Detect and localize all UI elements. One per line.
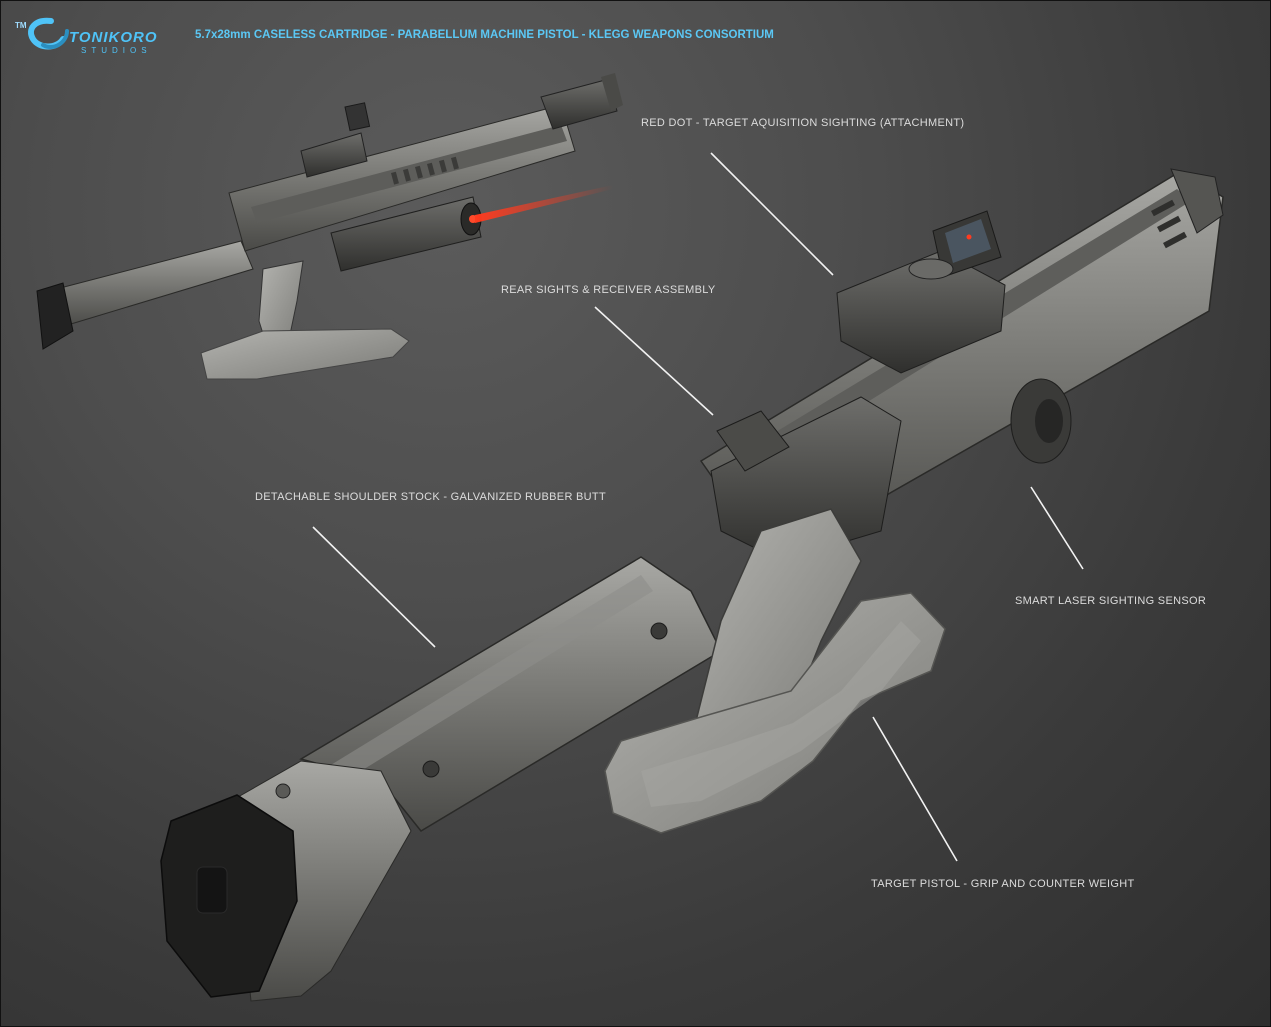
small-weapon-render bbox=[36, 73, 623, 380]
page-title: 5.7x28mm CASELESS CARTRIDGE - PARABELLUM… bbox=[195, 29, 774, 41]
logo-swirl-icon bbox=[28, 17, 69, 50]
large-weapon-render bbox=[160, 168, 1224, 1002]
red-dot-line bbox=[710, 152, 834, 276]
callout-lines bbox=[312, 152, 1084, 862]
grip-line bbox=[872, 716, 958, 862]
callout-red-dot: RED DOT - TARGET AQUISITION SIGHTING (AT… bbox=[641, 117, 965, 129]
studio-logo: TM TONIKORO STUDIOS bbox=[15, 13, 185, 63]
callout-shoulder-stock: DETACHABLE SHOULDER STOCK - GALVANIZED R… bbox=[255, 491, 606, 503]
trademark-mark: TM bbox=[15, 21, 27, 30]
callout-grip: TARGET PISTOL - GRIP AND COUNTER WEIGHT bbox=[871, 878, 1135, 890]
shoulder-stock-line bbox=[312, 526, 436, 648]
logo-brand-text: TONIKORO bbox=[69, 29, 158, 46]
callout-laser-sensor: SMART LASER SIGHTING SENSOR bbox=[1015, 595, 1207, 607]
laser-sensor-line bbox=[1030, 486, 1084, 570]
callout-rear-sights: REAR SIGHTS & RECEIVER ASSEMBLY bbox=[501, 284, 716, 296]
rear-sights-line bbox=[594, 306, 714, 416]
logo-sub-text: STUDIOS bbox=[81, 46, 152, 55]
